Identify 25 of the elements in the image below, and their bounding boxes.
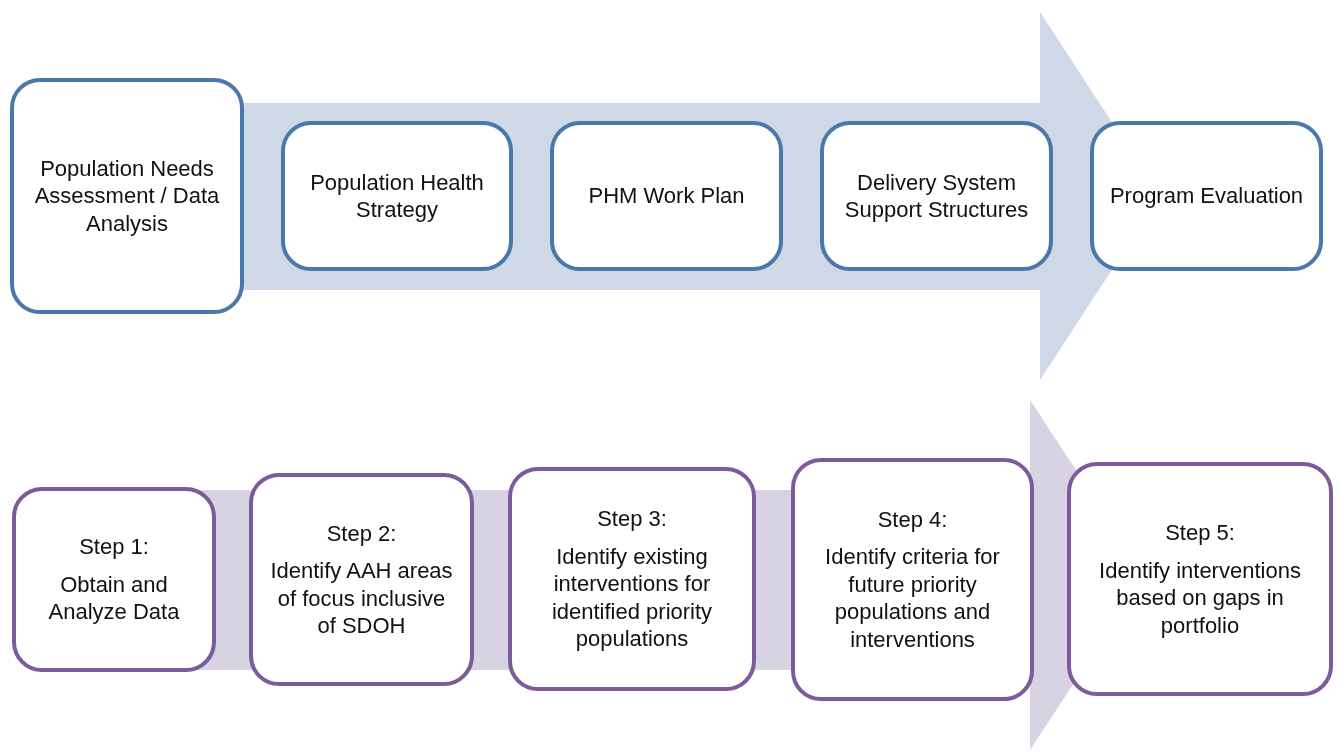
process-box [820,121,1053,271]
step-heading: Step 5: [1165,519,1235,547]
box-text: Delivery System Support Structures [843,168,1030,224]
box-text: Population Health Strategy [309,168,485,224]
box-text: Population Needs Assessment / Data Analysis [33,154,221,238]
process-box [1090,121,1323,271]
process-box [281,121,513,271]
process-box [791,458,1034,701]
process-box [10,78,244,314]
process-box [550,121,783,271]
step-heading: Step 4: [877,505,948,534]
box-text: Identify existing interventions for identified priority populations [550,542,714,653]
box-text: Identify interventions based on gaps in portfolio [1098,556,1302,639]
box-text: PHM Work Plan [588,182,745,210]
process-box [508,467,756,691]
process-box [12,487,216,672]
step-heading: Step 3: [597,505,667,533]
box-text: Identify AAH areas of focus inclusive of SDOH [269,557,454,640]
step-heading: Step 2: [326,519,397,547]
process-box [249,473,474,686]
box-text: Identify criteria for future priority populations and interventions [824,543,1001,654]
step-heading: Step 1: [79,533,149,561]
box-text: Obtain and Analyze Data [47,570,181,626]
process-box [1067,462,1333,696]
box-text: Program Evaluation [1109,182,1304,210]
